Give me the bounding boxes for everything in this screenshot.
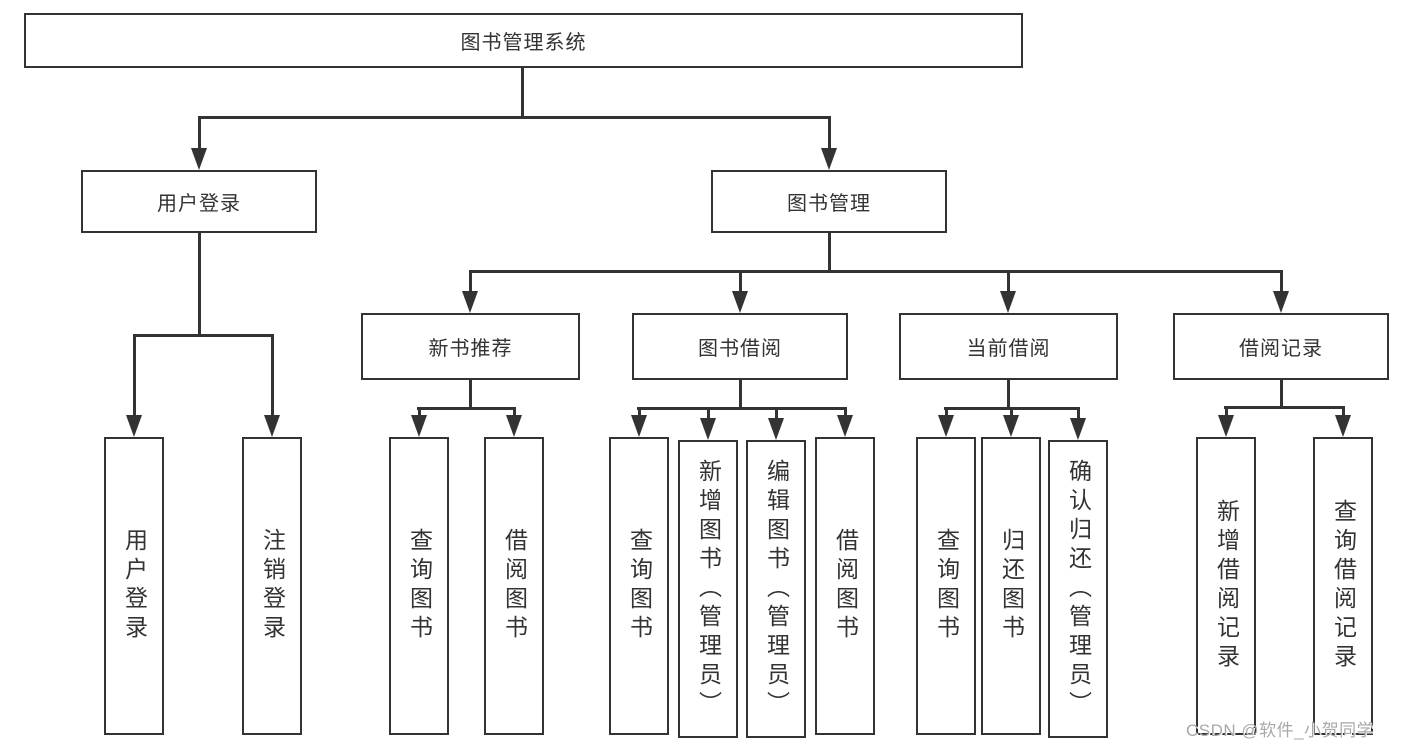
- connector-line: [1010, 407, 1013, 417]
- connector-line: [638, 407, 641, 417]
- arrow-down-icon: [506, 415, 522, 437]
- watermark: CSDN @软件_小贺同学: [1186, 721, 1375, 740]
- connector-line: [513, 407, 516, 417]
- leaf-return-book: 归还图书: [981, 437, 1041, 735]
- arrow-down-icon: [631, 415, 647, 437]
- connector-line: [133, 334, 274, 337]
- connector-line: [1342, 406, 1345, 417]
- connector-line: [271, 334, 274, 417]
- arrow-down-icon: [1000, 291, 1016, 313]
- arrow-down-icon: [768, 418, 784, 440]
- connector-line: [739, 380, 742, 409]
- leaf-user-login: 用户登录: [104, 437, 164, 735]
- arrow-down-icon: [1218, 415, 1234, 437]
- connector-line: [828, 233, 831, 272]
- connector-line: [945, 407, 948, 417]
- node-current-borrow: 当前借阅: [899, 313, 1118, 380]
- connector-line: [1280, 270, 1283, 293]
- arrow-down-icon: [732, 291, 748, 313]
- arrow-down-icon: [411, 415, 427, 437]
- leaf-query-book-1: 查询图书: [389, 437, 449, 735]
- leaf-query-book-3: 查询图书: [916, 437, 976, 735]
- connector-line: [418, 407, 421, 417]
- arrow-down-icon: [837, 415, 853, 437]
- connector-line: [828, 116, 831, 150]
- connector-line: [707, 407, 710, 420]
- node-borrow-record: 借阅记录: [1173, 313, 1389, 380]
- node-book-borrow: 图书借阅: [632, 313, 848, 380]
- arrow-down-icon: [126, 415, 142, 437]
- connector-line: [1224, 406, 1345, 409]
- connector-line: [198, 116, 201, 150]
- connector-line: [1007, 380, 1010, 409]
- leaf-borrow-book-1: 借阅图书: [484, 437, 544, 735]
- arrow-down-icon: [1070, 418, 1086, 440]
- leaf-add-book-admin: 新增图书（管理员）: [678, 440, 738, 738]
- arrow-down-icon: [700, 418, 716, 440]
- leaf-borrow-book-2: 借阅图书: [815, 437, 875, 735]
- leaf-query-borrow-record: 查询借阅记录: [1313, 437, 1373, 735]
- connector-line: [198, 233, 201, 336]
- arrow-down-icon: [191, 148, 207, 170]
- connector-line: [469, 270, 472, 293]
- connector-line: [198, 116, 831, 119]
- arrow-down-icon: [821, 148, 837, 170]
- connector-line: [1077, 407, 1080, 420]
- leaf-query-book-2: 查询图书: [609, 437, 669, 735]
- arrow-down-icon: [264, 415, 280, 437]
- arrow-down-icon: [1335, 415, 1351, 437]
- arrow-down-icon: [462, 291, 478, 313]
- connector-line: [739, 270, 742, 293]
- leaf-add-borrow-record: 新增借阅记录: [1196, 437, 1256, 735]
- connector-line: [521, 68, 524, 117]
- connector-line: [417, 407, 515, 410]
- leaf-logout: 注销登录: [242, 437, 302, 735]
- node-user-login: 用户登录: [81, 170, 317, 233]
- arrow-down-icon: [1003, 415, 1019, 437]
- connector-line: [637, 407, 847, 410]
- connector-line: [775, 407, 778, 420]
- leaf-edit-book-admin: 编辑图书（管理员）: [746, 440, 806, 738]
- connector-line: [133, 334, 136, 417]
- leaf-confirm-return-admin: 确认归还（管理员）: [1048, 440, 1108, 738]
- node-book-management: 图书管理: [711, 170, 947, 233]
- arrow-down-icon: [938, 415, 954, 437]
- node-root: 图书管理系统: [24, 13, 1023, 68]
- connector-line: [469, 380, 472, 409]
- connector-line: [1280, 380, 1283, 409]
- connector-line: [844, 407, 847, 417]
- connector-line: [469, 270, 1283, 273]
- connector-line: [1007, 270, 1010, 293]
- arrow-down-icon: [1273, 291, 1289, 313]
- connector-line: [1225, 406, 1228, 417]
- node-new-book-recommend: 新书推荐: [361, 313, 580, 380]
